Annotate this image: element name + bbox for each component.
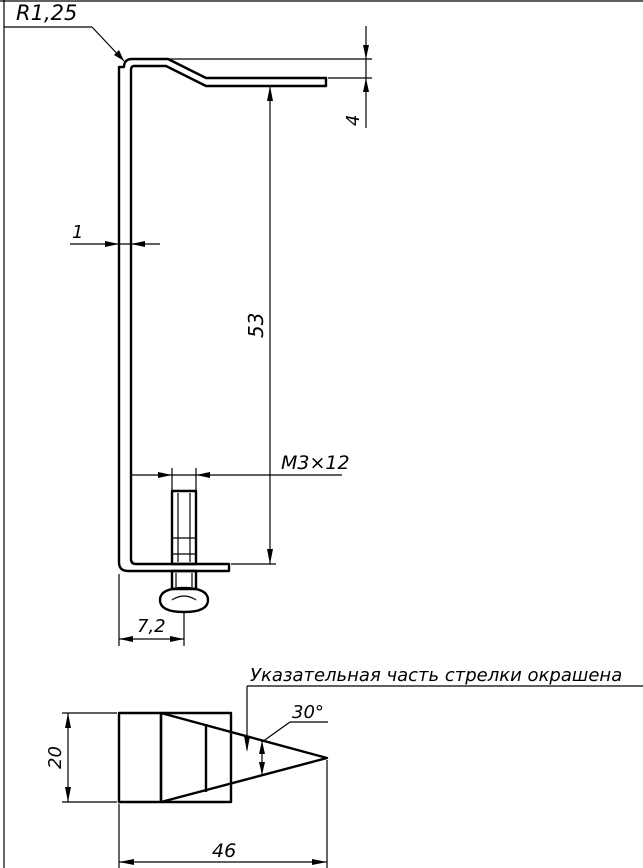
- dim-screw-position-label: 7,2: [137, 616, 166, 637]
- dim-thickness: 1: [70, 222, 160, 247]
- dim-bend-radius: R1,25: [4, 1, 125, 62]
- bracket-part: [117, 57, 328, 573]
- pointer-body: [117, 711, 233, 804]
- dim-pointer-length-label: 46: [212, 840, 236, 862]
- screw-shank: [170, 489, 198, 566]
- note-leader: Указательная часть стрелки окрашена: [244, 665, 643, 752]
- dim-offset-height: 4: [160, 26, 372, 128]
- dim-screw-label: M3×12: [281, 452, 350, 474]
- bracket-outer-contour: [117, 57, 328, 573]
- dim-pointer-height-label: 20: [45, 746, 66, 769]
- screw: [158, 489, 210, 614]
- paint-note: Указательная часть стрелки окрашена: [250, 665, 622, 686]
- screw-head: [158, 586, 210, 614]
- dim-screw-position: 7,2: [118, 574, 185, 646]
- dim-pointer-angle-label: 30°: [292, 702, 324, 723]
- dim-pointer-length: 46: [118, 760, 328, 868]
- pointer-part: [117, 711, 329, 804]
- dim-bend-radius-label: R1,25: [16, 1, 77, 25]
- dim-pointer-height: 20: [45, 712, 117, 803]
- dim-offset-height-label: 4: [343, 115, 364, 126]
- dim-length: 53: [231, 86, 276, 565]
- dim-length-label: 53: [244, 313, 268, 338]
- dim-thickness-label: 1: [72, 222, 83, 243]
- dim-pointer-angle: 30°: [259, 702, 328, 775]
- pointer-tip: [159, 711, 329, 804]
- dim-screw: M3×12: [132, 452, 350, 490]
